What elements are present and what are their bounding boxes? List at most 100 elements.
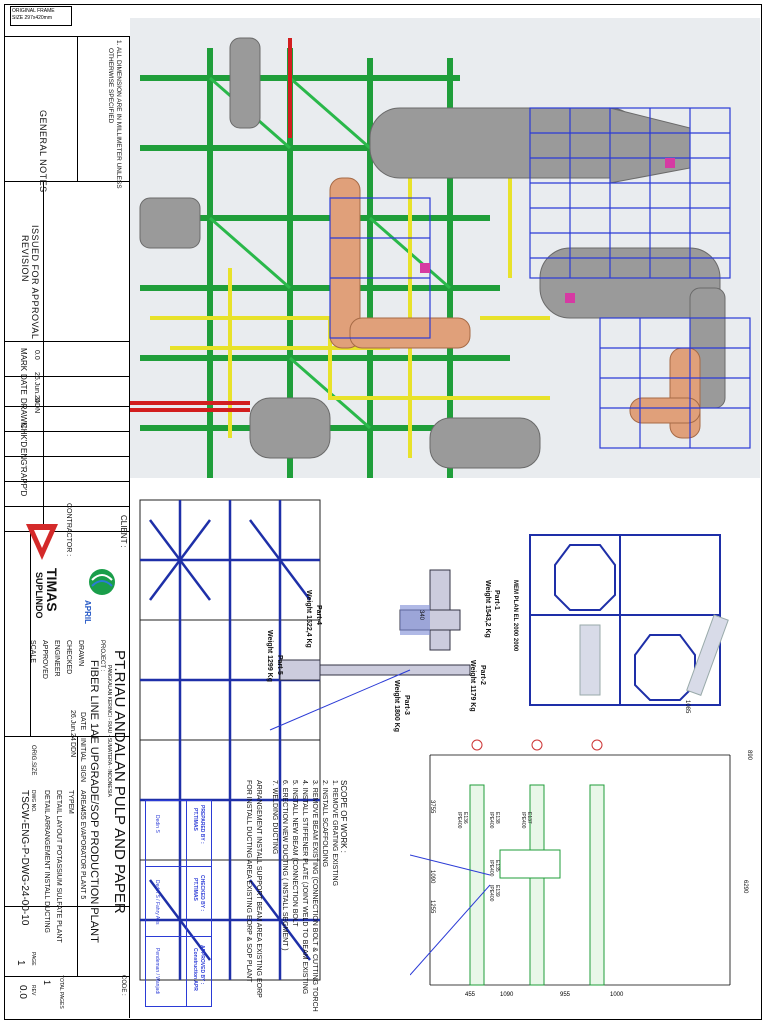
paper-format-box: ORIGINAL FRAME SIZE 297x420mm bbox=[10, 6, 72, 26]
support-beam-plan-svg bbox=[139, 499, 321, 981]
sig-role-drawn: DRAWN bbox=[77, 640, 84, 667]
beam-sub-5: IPE400 bbox=[488, 885, 494, 902]
support-beam-plan bbox=[130, 480, 330, 1000]
signature-3: Pendeman / Wanjadi bbox=[154, 948, 160, 995]
dim-1085: 1085 bbox=[684, 700, 690, 714]
part-5-weight: Weight 1299 Kg bbox=[266, 630, 273, 682]
dim-455: 455 bbox=[465, 992, 476, 998]
sig-role-checked: CHECKED bbox=[65, 640, 72, 675]
plan-view-svg bbox=[529, 534, 729, 706]
checked-by-company: PT.TIMAS bbox=[192, 878, 198, 901]
beam-label-1: E137 bbox=[526, 812, 532, 824]
beam-sub-1: IPE400 bbox=[520, 812, 526, 829]
rev-label: REV bbox=[30, 985, 36, 996]
sig-role-approved: APPROVED bbox=[41, 640, 48, 679]
page-label: PAGE bbox=[30, 952, 36, 966]
company-name: PT.RIAU ANDALAN PULP AND PAPER bbox=[111, 650, 128, 914]
rev-header-engr: ENG'R bbox=[19, 448, 28, 473]
ducting-parts-view bbox=[250, 550, 480, 780]
april-logo-text: APRIL bbox=[83, 600, 92, 624]
revision-title: REVISION bbox=[20, 235, 30, 283]
arrangement-line-2: FOR INSTALL DUCTING AREA EXISTING EORP &… bbox=[245, 780, 252, 983]
scope-item-5: 5. INSTALL NEW BEAM (CONNECTION BOLT bbox=[291, 780, 298, 927]
code-label: CODE : bbox=[120, 975, 126, 996]
sig-header-initial: INITIAL bbox=[79, 738, 86, 762]
scope-item-2: 2. INSTALL SCAFFOLDING bbox=[321, 780, 328, 868]
detail-line-2: DETAIL ARRANGEMENT INSTALL DUCTING bbox=[43, 790, 50, 934]
approval-box bbox=[145, 800, 212, 1007]
revision-description: ISSUED FOR APPROVAL bbox=[30, 225, 40, 340]
dim-340: 340 bbox=[418, 610, 424, 621]
total-pages-label: TOTAL PAGES bbox=[58, 975, 64, 1009]
ducting-parts-svg bbox=[269, 569, 471, 731]
sig-header-date: DATE bbox=[79, 712, 86, 731]
drawing-sheet-border bbox=[4, 4, 762, 1020]
company-address: PANGKALAN KERINCI - RIAU - SUMATERA - IN… bbox=[106, 665, 112, 797]
sig-drawn-initial: DDN bbox=[69, 742, 76, 758]
sig-drawn-date: 26.Jun.24 bbox=[69, 710, 76, 741]
beam-section-view bbox=[409, 725, 750, 1015]
dim-1090-bottom: 1090 bbox=[500, 992, 514, 998]
beam-section-svg bbox=[409, 739, 731, 986]
general-note-1b: OTHERWISE SPECIFIED bbox=[107, 48, 114, 124]
dim-890: 890 bbox=[746, 750, 752, 761]
scope-item-6: 6. ERECTION NEW DUCTING ( INSTALL SEGMEN… bbox=[281, 780, 288, 951]
beam-label-4: E135 bbox=[494, 860, 500, 872]
total-pages: 1 bbox=[42, 980, 52, 986]
april-logo-icon bbox=[89, 569, 115, 595]
plan-title: MEM PLAN EL 2000 2000 bbox=[512, 580, 518, 652]
beam-sub-2: IPE400 bbox=[488, 812, 494, 829]
beam-label-2: E138 bbox=[494, 812, 500, 824]
part-5-name: Part-5 bbox=[276, 655, 283, 675]
suplindo-logo-text: SUPLINDO bbox=[34, 572, 44, 619]
timas-logo-icon bbox=[26, 524, 58, 560]
project-title: FIBER LINE 1AE UPGRADE/SOP PRODUCTION PL… bbox=[88, 660, 100, 943]
detail-line-1: DETAIL LAYOUT POTASSIUM SULFATE PLANT bbox=[55, 790, 62, 943]
prepared-by-label: PREPARED BY : bbox=[199, 805, 205, 844]
scope-title: SCOPE OF WORK : bbox=[339, 780, 348, 853]
signature-2: Dedin S / Fahry Aris bbox=[154, 880, 160, 925]
area-label: AREA bbox=[79, 790, 86, 810]
rev-number: 0.0 bbox=[17, 985, 28, 999]
sig-role-engineer: ENGINEER bbox=[53, 640, 60, 677]
approved-by-company: Construction APR bbox=[192, 948, 198, 991]
sig-role-scale: SCALE bbox=[29, 640, 36, 663]
sig-header-sign: SIGN bbox=[79, 765, 86, 783]
part-2-name: Part-2 bbox=[479, 665, 486, 685]
general-note-1: 1. ALL DIMENSION ARE IN MILLIMETER UNLES… bbox=[115, 40, 122, 189]
type-value: M bbox=[67, 808, 74, 814]
dim-1090: 1090 bbox=[429, 870, 435, 884]
part-3-weight: Weight 1800 Kg bbox=[393, 680, 400, 732]
dim-1000: 1000 bbox=[610, 992, 624, 998]
plant-model-svg bbox=[130, 18, 760, 478]
beam-label-3: E136 bbox=[462, 812, 468, 824]
rev-header-mark: MARK bbox=[19, 348, 28, 372]
rev-mark-value: 0.0 bbox=[33, 350, 40, 360]
dim-1255: 1255 bbox=[429, 900, 435, 914]
rev-header-appd: APP'D bbox=[19, 473, 28, 497]
client-label: CLIENT : bbox=[119, 515, 128, 548]
scope-item-7: 7. WELDING DUCTING bbox=[271, 780, 278, 855]
rev-header-chkd: CHK'D bbox=[19, 423, 28, 448]
prepared-by-company: PT.TIMAS bbox=[192, 808, 198, 831]
part-1-name: Part-1 bbox=[493, 590, 500, 610]
timas-logo-text: TIMAS bbox=[44, 568, 60, 612]
approved-by-label: APPROVED BY : bbox=[199, 945, 205, 985]
part-1-weight: Weight 1543,2 Kg bbox=[484, 580, 491, 638]
part-2-weight: Weight 1179 Kg bbox=[469, 660, 476, 712]
beam-sub-4: IPE400 bbox=[488, 860, 494, 877]
page-number: 1 bbox=[15, 960, 26, 966]
beam-sub-3: IPE400 bbox=[456, 812, 462, 829]
area-value: 455 EVAPORATOR PLANT 5 bbox=[79, 808, 86, 900]
checked-by-label: CHECKED BY : bbox=[199, 875, 205, 912]
scope-item-1: 1. REMOVE GRATING EXISTING bbox=[331, 780, 338, 887]
3d-plant-model bbox=[130, 18, 760, 478]
dim-3755: 3755 bbox=[429, 800, 435, 814]
arrangement-line-1: ARRANGEMENT INSTALL SUPPORT BEAM AREA EX… bbox=[255, 780, 262, 998]
part-3-name: Part-3 bbox=[403, 695, 410, 715]
scope-item-4: 4. INSTALL STIFFENER PLATE (JOINT WELD T… bbox=[301, 780, 308, 995]
client-logo: APRIL bbox=[80, 560, 120, 624]
paper-format-line1: ORIGINAL FRAME bbox=[12, 8, 55, 14]
general-notes-title: GENERAL NOTES bbox=[38, 110, 48, 193]
paper-format-line2: SIZE 297x420mm bbox=[12, 15, 53, 21]
